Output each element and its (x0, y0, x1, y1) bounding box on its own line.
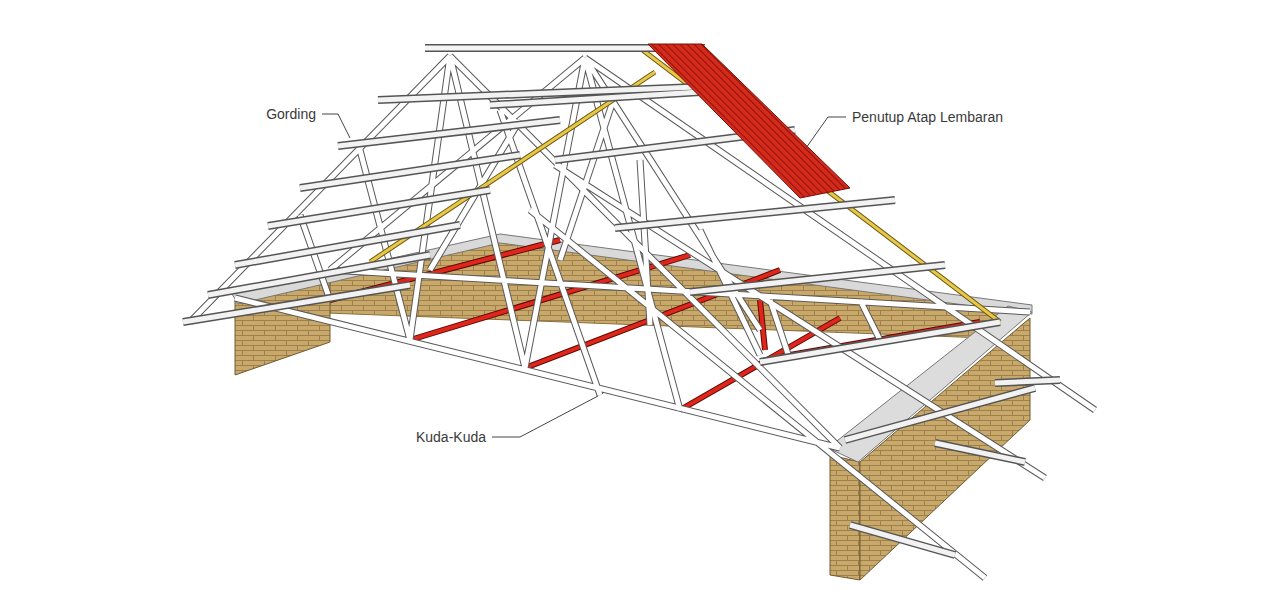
callout-label: Penutup Atap Lembaran (850, 109, 1005, 125)
callout-label: Gording (264, 106, 318, 122)
callout-label: Kuda-Kuda (414, 429, 488, 445)
